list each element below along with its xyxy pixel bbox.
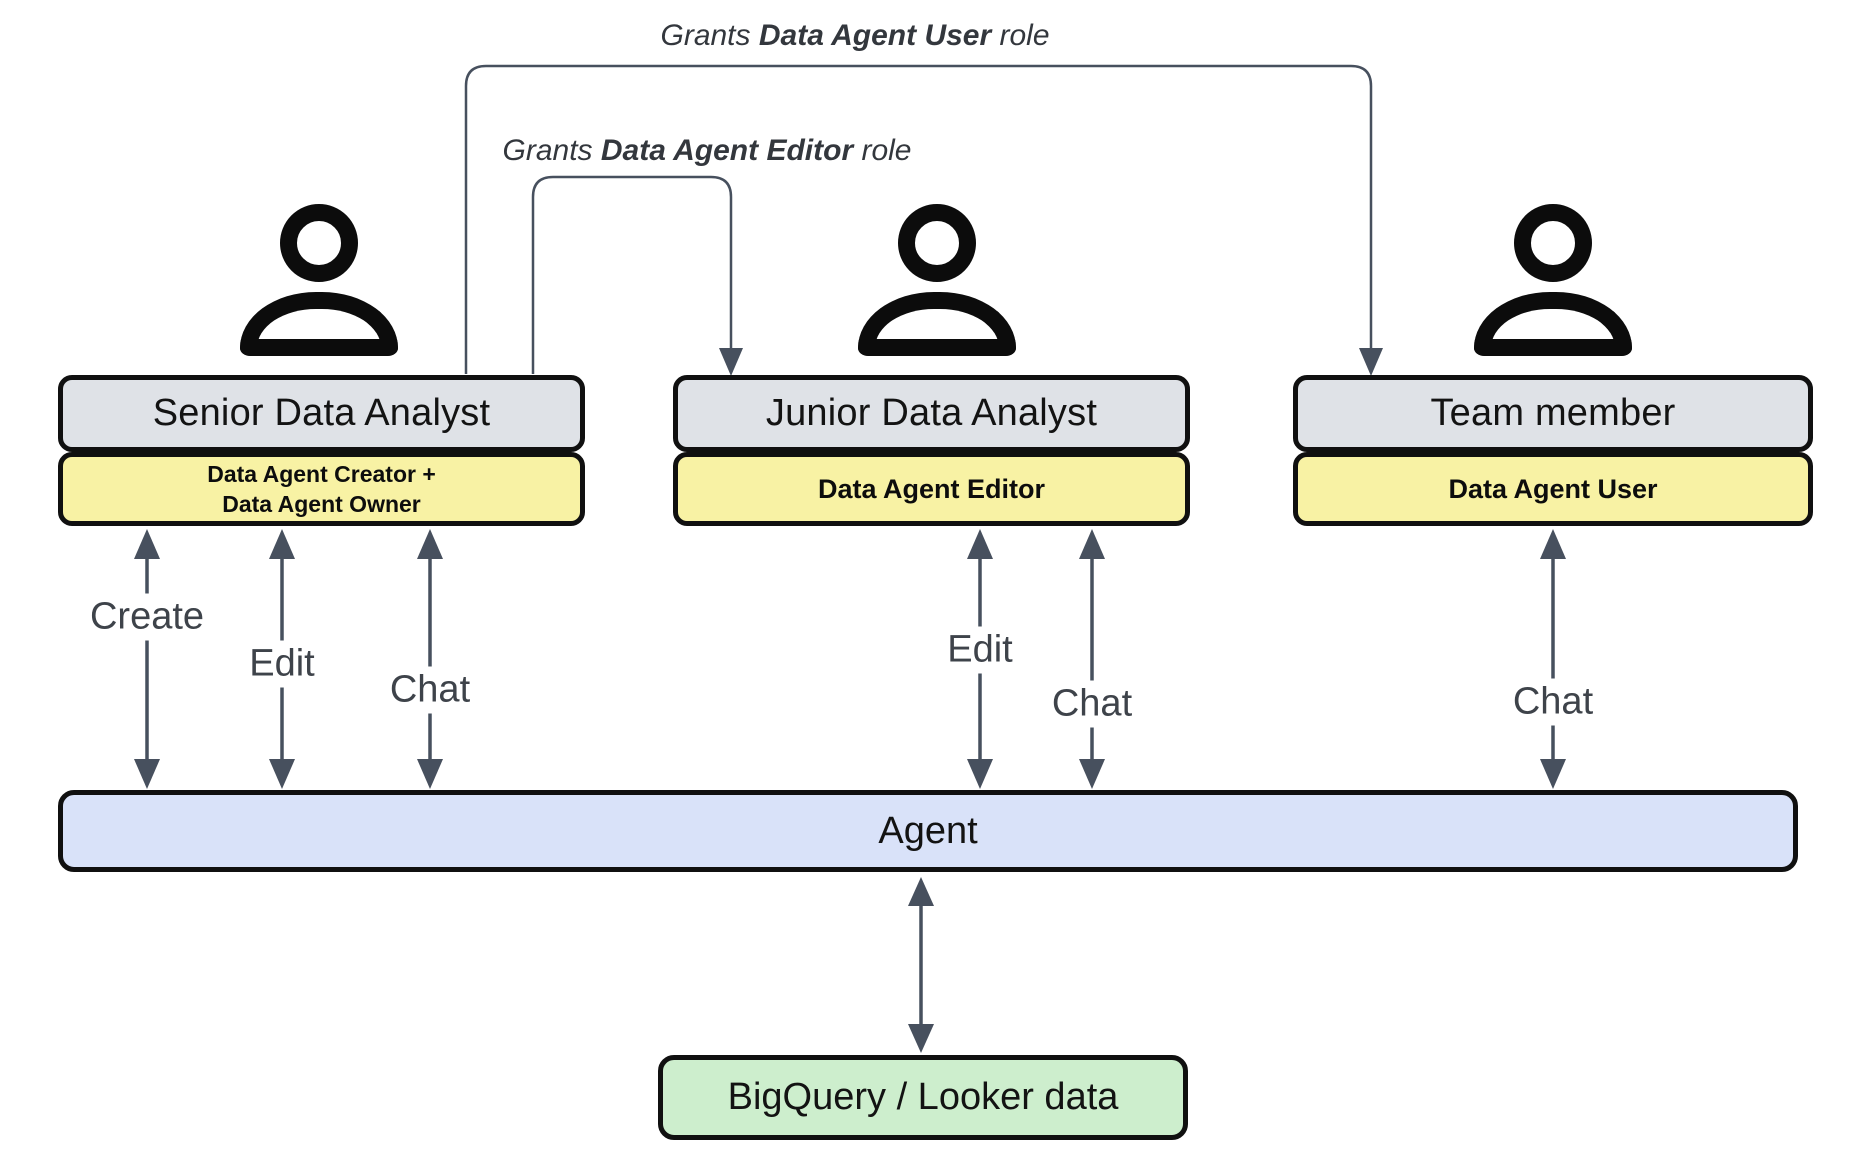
create-label: Create (82, 593, 212, 641)
datastore-box: BigQuery / Looker data (658, 1055, 1188, 1140)
senior-title-box: Senior Data Analyst (58, 375, 585, 452)
grant-editor-connector (531, 175, 743, 376)
team-person-icon (1474, 204, 1632, 360)
person-body (1474, 292, 1632, 356)
agent-bar: Agent (58, 790, 1798, 872)
person-head (1514, 204, 1592, 282)
edit-label-senior: Edit (242, 640, 322, 688)
agent-datastore-arrow (908, 877, 934, 1053)
junior-title-box: Junior Data Analyst (673, 375, 1190, 452)
edit-label-junior: Edit (940, 626, 1020, 674)
grant-user-prefix: Grants (660, 19, 759, 52)
team-title-box: Team member (1293, 375, 1813, 452)
senior-role-line-1: Data Agent Creator + (207, 460, 436, 487)
senior-role-line-2: Data Agent Owner (222, 491, 421, 517)
chat-arrow-senior (417, 529, 443, 789)
senior-role-box: Data Agent Creator + Data Agent Owner (58, 452, 585, 526)
person-head (898, 204, 976, 282)
junior-role-line-1: Data Agent Editor (817, 473, 1045, 504)
chat-arrow-junior (1079, 529, 1105, 789)
team-role-line-1: Data Agent User (1448, 473, 1658, 504)
grant-editor-role-label: Grants Data Agent Editor role (503, 134, 912, 168)
grant-editor-prefix: Grants (502, 134, 601, 167)
senior-person-icon (240, 204, 398, 360)
create-arrow (134, 529, 160, 789)
grant-user-role-name: Data Agent User (758, 19, 992, 52)
chat-label-senior: Chat (382, 666, 478, 714)
grant-user-connector (464, 64, 1383, 376)
junior-person-icon (858, 204, 1016, 360)
person-head (280, 204, 358, 282)
junior-role-box: Data Agent Editor (673, 452, 1190, 526)
team-role-box: Data Agent User (1293, 452, 1813, 526)
chat-label-junior: Chat (1044, 680, 1140, 728)
person-body (858, 292, 1016, 356)
person-body (240, 292, 398, 356)
grant-user-role-label: Grants Data Agent User role (660, 19, 1049, 53)
grant-editor-role-name: Data Agent Editor (600, 134, 854, 167)
grant-user-suffix: role (991, 19, 1050, 52)
grant-editor-suffix: role (853, 134, 912, 167)
chat-label-team: Chat (1505, 678, 1601, 726)
chat-arrow-team (1540, 529, 1566, 789)
